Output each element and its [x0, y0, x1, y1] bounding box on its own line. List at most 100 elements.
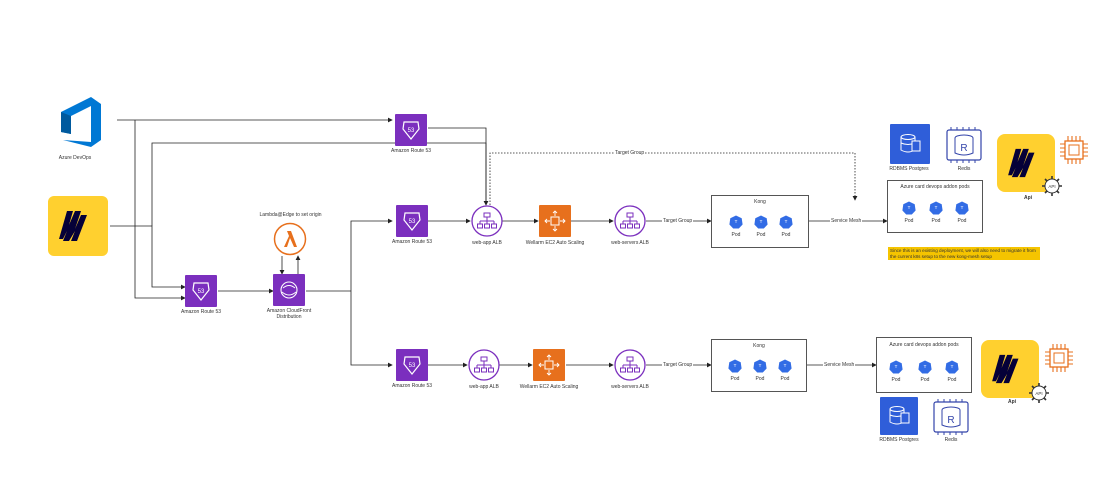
k8s-pod-icon: T	[729, 215, 743, 229]
svg-text:R: R	[947, 415, 954, 426]
svg-text:API: API	[1035, 391, 1042, 396]
autoscaling-row2-label: Wellarm EC2 Auto Scaling	[519, 384, 579, 390]
target-group-row1-label: Target Group	[662, 218, 694, 224]
svg-text:53: 53	[408, 128, 415, 134]
webapp-alb-row2-label: web-app ALB	[469, 384, 499, 390]
route53-top-icon: 53	[395, 114, 427, 146]
svg-text:API: API	[1048, 184, 1055, 189]
rdbms-row1-label: RDBMS Postgres	[889, 166, 929, 172]
k8s-pod-icon: T	[753, 359, 767, 373]
azure-devops-label: Azure DevOps	[58, 155, 92, 161]
k8s-pod-icon: T	[955, 201, 969, 215]
autoscaling-row1-label: Wellarm EC2 Auto Scaling	[525, 240, 585, 246]
migration-note: Since this is an existing deployment, we…	[888, 247, 1040, 260]
svg-text:53: 53	[198, 289, 205, 295]
k8s-pod-icon: T	[754, 215, 768, 229]
api-row1-label: Api	[1023, 195, 1033, 201]
route53-row1-label: Amazon Route 53	[391, 239, 433, 245]
rdbms-row1-icon	[890, 124, 930, 164]
route53-row2-icon: 53	[396, 349, 428, 381]
route53-row2-label: Amazon Route 53	[391, 383, 433, 389]
svg-text:T: T	[735, 219, 738, 224]
autoscaling-row2-icon	[533, 349, 565, 381]
target-group-row2-label: Target Group	[662, 362, 694, 368]
webapp-alb-row1-label: web-app ALB	[472, 240, 502, 246]
pod-label: Pod	[931, 218, 941, 224]
kong-box-row2: Kong T T T Pod Pod Pod	[711, 339, 807, 392]
svg-text:T: T	[935, 205, 938, 210]
k8s-pod-icon: T	[902, 201, 916, 215]
lambda-label: Lambda@Edge to set origin	[259, 212, 322, 218]
webservers-alb-row1-label: web-servers ALB	[611, 240, 649, 246]
pod-label: Pod	[731, 232, 741, 238]
cloudfront-icon	[273, 274, 305, 306]
service-mesh-row2-label: Service Mesh	[823, 362, 856, 368]
redis-row1-icon: R	[943, 126, 985, 164]
webapp-alb-row1-icon	[471, 205, 503, 237]
miro-icon	[992, 354, 1019, 384]
miro-icon	[1008, 148, 1035, 178]
webapp-alb-row2-icon	[468, 349, 500, 381]
svg-text:53: 53	[409, 219, 416, 225]
autoscaling-row1-icon	[539, 205, 571, 237]
svg-text:R: R	[960, 143, 967, 154]
svg-text:T: T	[908, 205, 911, 210]
pod-label: Pod	[891, 377, 901, 383]
redis-row2-label: Redis	[944, 437, 958, 443]
addon-box-row2: Azure card devops addon pods T T T Pod P…	[876, 337, 972, 393]
pod-label: Pod	[920, 377, 930, 383]
route53-left-icon: 53	[185, 275, 217, 307]
svg-text:T: T	[734, 363, 737, 368]
cpu-chip-icon	[1058, 134, 1090, 166]
webservers-alb-row2-icon	[614, 349, 646, 381]
route53-left-label: Amazon Route 53	[180, 309, 222, 315]
svg-text:53: 53	[409, 363, 416, 369]
pod-label: Pod	[904, 218, 914, 224]
svg-text:T: T	[759, 363, 762, 368]
pod-label: Pod	[730, 376, 740, 382]
service-mesh-row1-label: Service Mesh	[830, 218, 863, 224]
k8s-pod-icon: T	[918, 360, 932, 374]
kong-row2-title: Kong	[753, 343, 765, 349]
miro-icon	[59, 211, 87, 241]
miro-logo	[48, 196, 108, 256]
cpu-chip-icon	[1043, 342, 1075, 374]
lambda-icon	[273, 222, 307, 256]
addon-row2-title: Azure card devops addon pods	[889, 342, 959, 348]
target-group-dotted-label: Target Group	[614, 150, 646, 156]
svg-text:T: T	[784, 363, 787, 368]
svg-text:T: T	[961, 205, 964, 210]
svg-text:T: T	[785, 219, 788, 224]
api-row2-label: Api	[1007, 399, 1017, 405]
svg-text:T: T	[951, 364, 954, 369]
svg-text:T: T	[760, 219, 763, 224]
redis-row1-label: Redis	[957, 166, 971, 172]
webservers-alb-row1-icon	[614, 205, 646, 237]
k8s-pod-icon: T	[778, 359, 792, 373]
rdbms-row2-label: RDBMS Postgres	[879, 437, 919, 443]
webservers-alb-row2-label: web-servers ALB	[611, 384, 649, 390]
addon-box-row1: Azure card devops addon pods T T T Pod P…	[887, 180, 983, 233]
pod-label: Pod	[780, 376, 790, 382]
api-gear-icon: API	[1028, 382, 1050, 404]
k8s-pod-icon: T	[929, 201, 943, 215]
cloudfront-label: Amazon CloudFront Distribution	[266, 308, 312, 320]
pod-label: Pod	[947, 377, 957, 383]
svg-text:T: T	[895, 364, 898, 369]
api-gear-icon: API	[1041, 175, 1063, 197]
kong-box-row1: Kong T T T Pod Pod Pod	[711, 195, 809, 248]
pod-label: Pod	[957, 218, 967, 224]
pod-label: Pod	[781, 232, 791, 238]
k8s-pod-icon: T	[779, 215, 793, 229]
addon-row1-title: Azure card devops addon pods	[900, 184, 970, 190]
pod-label: Pod	[756, 232, 766, 238]
k8s-pod-icon: T	[945, 360, 959, 374]
k8s-pod-icon: T	[889, 360, 903, 374]
route53-row1-icon: 53	[396, 205, 428, 237]
k8s-pod-icon: T	[728, 359, 742, 373]
svg-text:T: T	[924, 364, 927, 369]
pod-label: Pod	[755, 376, 765, 382]
azure-devops-icon	[51, 92, 111, 152]
miro-logo-row2	[981, 340, 1039, 398]
